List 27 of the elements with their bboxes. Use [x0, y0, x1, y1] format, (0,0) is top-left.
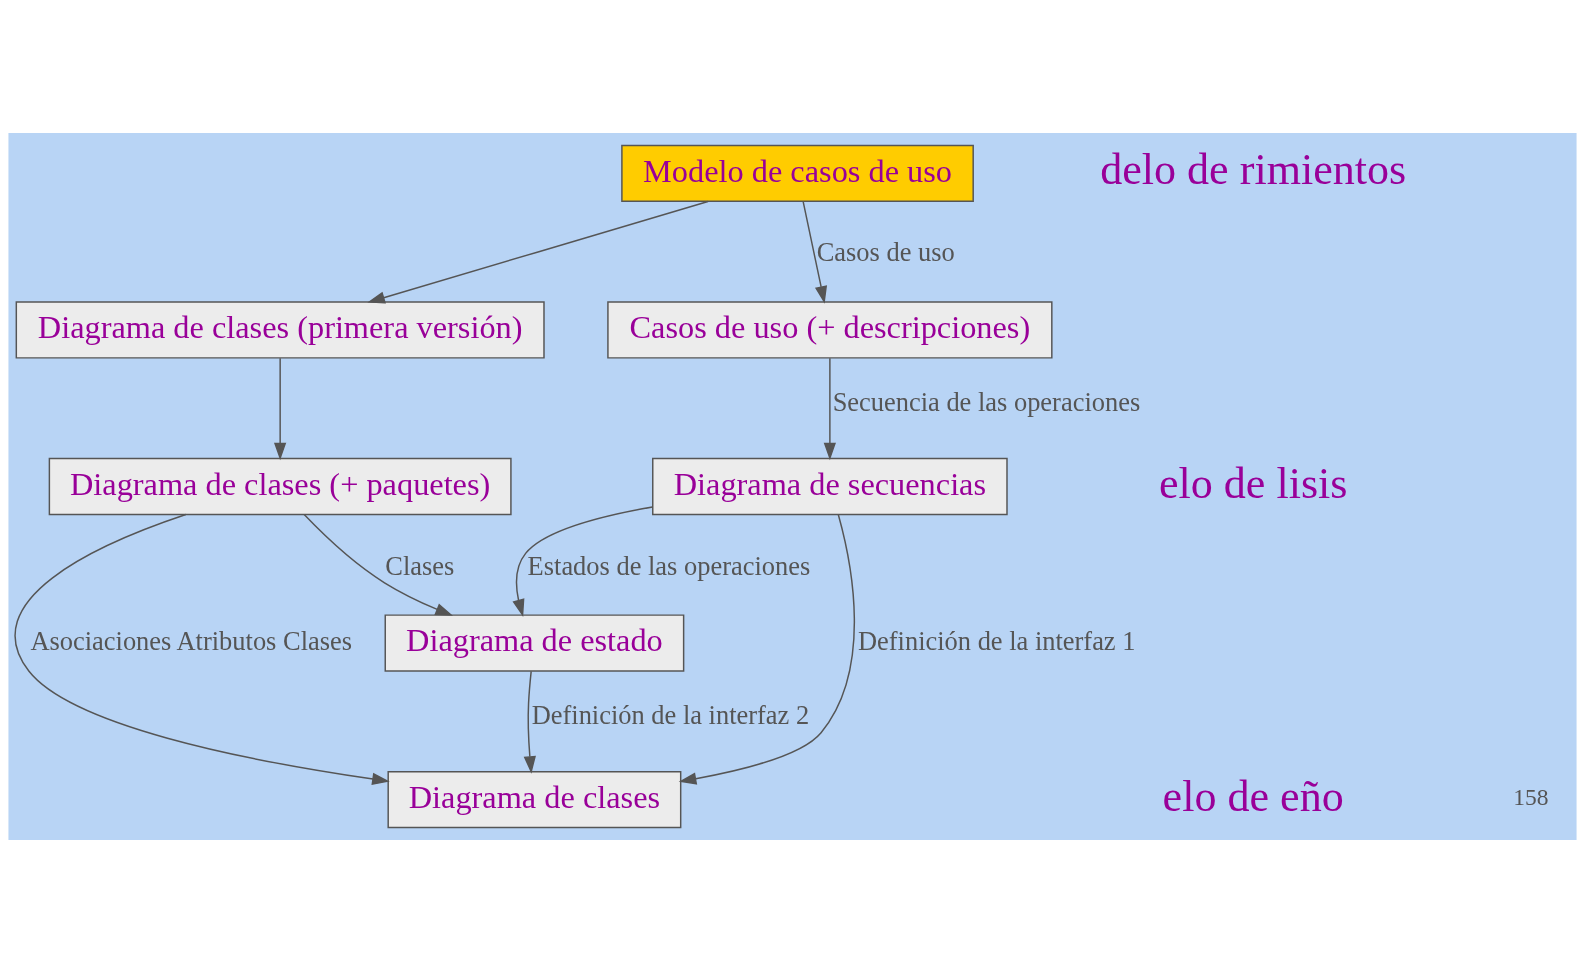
- node-box: Diagrama de clases: [387, 770, 682, 829]
- edge-label: Definición de la interfaz 2: [531, 700, 810, 731]
- arrow: [303, 513, 453, 616]
- node-box: Modelo de casos de uso: [621, 144, 974, 203]
- arrow: [523, 670, 536, 774]
- edge-label: Estados de las operaciones: [527, 550, 811, 581]
- arrow: [802, 200, 828, 304]
- arrow: [678, 514, 856, 785]
- edge-label: Secuencia de las operaciones: [832, 387, 1141, 418]
- edge-label: Clases: [385, 550, 455, 581]
- node-box: Casos de uso (+ descripciones): [607, 301, 1053, 359]
- node-box: Diagrama de clases (+ paquetes): [48, 457, 512, 516]
- node-box: Diagrama de secuencias: [652, 457, 1008, 516]
- arrow: [14, 513, 390, 786]
- arrow: [367, 200, 709, 304]
- arrow: [273, 357, 287, 461]
- label: delo de rimientos: [1100, 145, 1407, 195]
- edge-label: Definición de la interfaz 1: [857, 625, 1136, 656]
- label: elo de lisis: [1158, 458, 1348, 508]
- node-box: Diagrama de clases (primera versión): [15, 301, 545, 359]
- label: elo de eño: [1162, 771, 1344, 821]
- node-box: Diagrama de estado: [384, 614, 685, 672]
- arrow: [823, 357, 837, 461]
- edge-label: Asociaciones Atributos Clases: [30, 625, 353, 656]
- label: 158: [1513, 784, 1549, 811]
- edge-label: Casos de uso: [816, 237, 955, 268]
- arrow: [512, 506, 654, 617]
